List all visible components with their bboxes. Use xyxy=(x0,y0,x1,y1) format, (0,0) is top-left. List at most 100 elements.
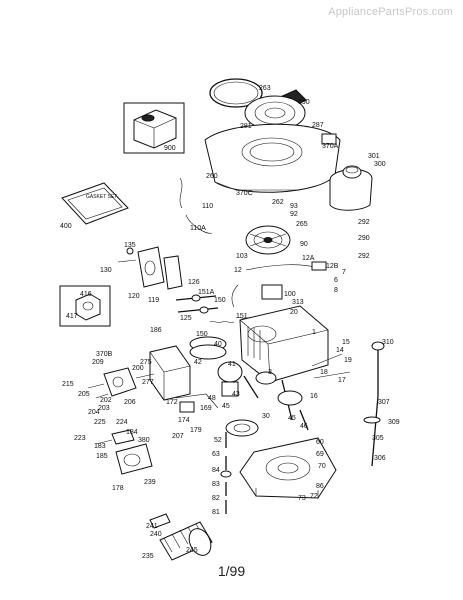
dipstick xyxy=(363,341,385,467)
label-150-lower: 150 xyxy=(196,331,208,338)
label-45-left: 45 xyxy=(222,403,230,410)
label-46: 46 xyxy=(300,423,308,430)
label-235: 235 xyxy=(142,553,154,560)
label-130: 130 xyxy=(100,267,112,274)
label-370A: 370A xyxy=(322,143,339,150)
label-45-right: 45 xyxy=(288,415,296,422)
control-linkage xyxy=(175,353,351,413)
muffler-inset xyxy=(59,285,111,327)
label-1: 1 xyxy=(312,329,316,336)
label-12A: 12A xyxy=(302,255,315,262)
part-labels: 263 390 281 287 370A 301 300 900 GASKET … xyxy=(60,85,400,560)
label-72: 72 xyxy=(310,493,318,500)
label-370B: 370B xyxy=(96,351,113,358)
sump-bolts xyxy=(220,432,232,514)
label-207: 207 xyxy=(172,433,184,440)
label-174: 174 xyxy=(178,417,190,424)
label-206: 206 xyxy=(124,399,136,406)
label-63: 63 xyxy=(212,451,220,458)
label-103: 103 xyxy=(236,253,248,260)
gasket-set-envelope xyxy=(61,182,129,225)
page-number: 1/99 xyxy=(217,563,246,579)
label-245: 245 xyxy=(186,547,198,554)
label-125: 125 xyxy=(180,315,192,322)
label-263: 263 xyxy=(259,85,271,92)
label-309: 309 xyxy=(388,419,400,426)
label-52: 52 xyxy=(214,437,222,444)
label-380: 380 xyxy=(138,437,150,444)
cylinder-block xyxy=(239,305,329,383)
label-310: 310 xyxy=(382,339,394,346)
label-204: 204 xyxy=(88,409,100,416)
blower-housing xyxy=(204,123,341,193)
fuel-primer xyxy=(95,429,153,475)
label-178: 178 xyxy=(112,485,124,492)
fuel-tank xyxy=(329,165,373,211)
label-241: 241 xyxy=(146,523,158,530)
label-48: 48 xyxy=(208,395,216,402)
label-225: 225 xyxy=(94,419,106,426)
label-150-upper: 150 xyxy=(214,297,226,304)
label-7: 7 xyxy=(342,269,346,276)
label-179: 179 xyxy=(190,427,202,434)
label-416: 416 xyxy=(80,291,92,298)
label-3: 3 xyxy=(268,369,272,376)
label-40: 40 xyxy=(214,341,222,348)
label-84: 84 xyxy=(212,467,220,474)
label-203: 203 xyxy=(98,405,110,412)
crankshaft xyxy=(225,371,309,437)
label-305: 305 xyxy=(372,435,384,442)
label-292-upper: 292 xyxy=(358,219,370,226)
label-73: 73 xyxy=(298,495,306,502)
label-151A: 151A xyxy=(198,289,215,296)
air-cleaner xyxy=(149,345,191,401)
label-110A: 110A xyxy=(190,225,206,232)
label-202: 202 xyxy=(100,397,112,404)
label-14: 14 xyxy=(336,347,344,354)
label-223: 223 xyxy=(74,435,86,442)
label-265: 265 xyxy=(296,221,308,228)
label-260: 260 xyxy=(206,173,218,180)
label-43: 43 xyxy=(232,391,240,398)
label-239: 239 xyxy=(144,479,156,486)
label-93: 93 xyxy=(290,203,298,210)
manual-label: GASKET SET xyxy=(86,194,117,200)
label-126: 126 xyxy=(188,279,200,286)
label-287: 287 xyxy=(312,122,324,129)
label-307: 307 xyxy=(378,399,390,406)
label-86: 86 xyxy=(316,483,324,490)
label-390: 390 xyxy=(298,99,310,106)
label-184: 184 xyxy=(126,429,138,436)
label-275: 275 xyxy=(140,359,152,366)
label-69: 69 xyxy=(316,451,324,458)
label-301: 301 xyxy=(368,153,380,160)
label-200: 200 xyxy=(132,365,144,372)
intake-carburetor xyxy=(117,246,183,290)
piston-assembly xyxy=(189,336,259,399)
label-215: 215 xyxy=(62,381,74,388)
label-370C: 370C xyxy=(236,190,253,197)
label-224: 224 xyxy=(116,419,128,426)
carburetor xyxy=(87,367,155,399)
label-19: 19 xyxy=(344,357,352,364)
label-15: 15 xyxy=(342,339,350,346)
label-12B: 12B xyxy=(326,263,339,270)
label-41: 41 xyxy=(228,361,236,368)
label-30: 30 xyxy=(262,413,270,420)
label-151: 151 xyxy=(236,313,248,320)
label-172: 172 xyxy=(166,399,178,406)
label-60: 60 xyxy=(316,439,324,446)
label-6: 6 xyxy=(334,277,338,284)
label-8: 8 xyxy=(334,287,338,294)
label-81: 81 xyxy=(212,509,220,516)
label-400: 400 xyxy=(60,223,72,230)
label-70: 70 xyxy=(318,463,326,470)
label-18: 18 xyxy=(320,369,328,376)
label-12: 12 xyxy=(234,267,242,274)
label-110: 110 xyxy=(202,203,213,210)
label-417: 417 xyxy=(66,313,78,320)
label-186: 186 xyxy=(150,327,162,334)
label-292-lower: 292 xyxy=(358,253,370,260)
label-209: 209 xyxy=(92,359,104,366)
label-169: 169 xyxy=(200,405,212,412)
